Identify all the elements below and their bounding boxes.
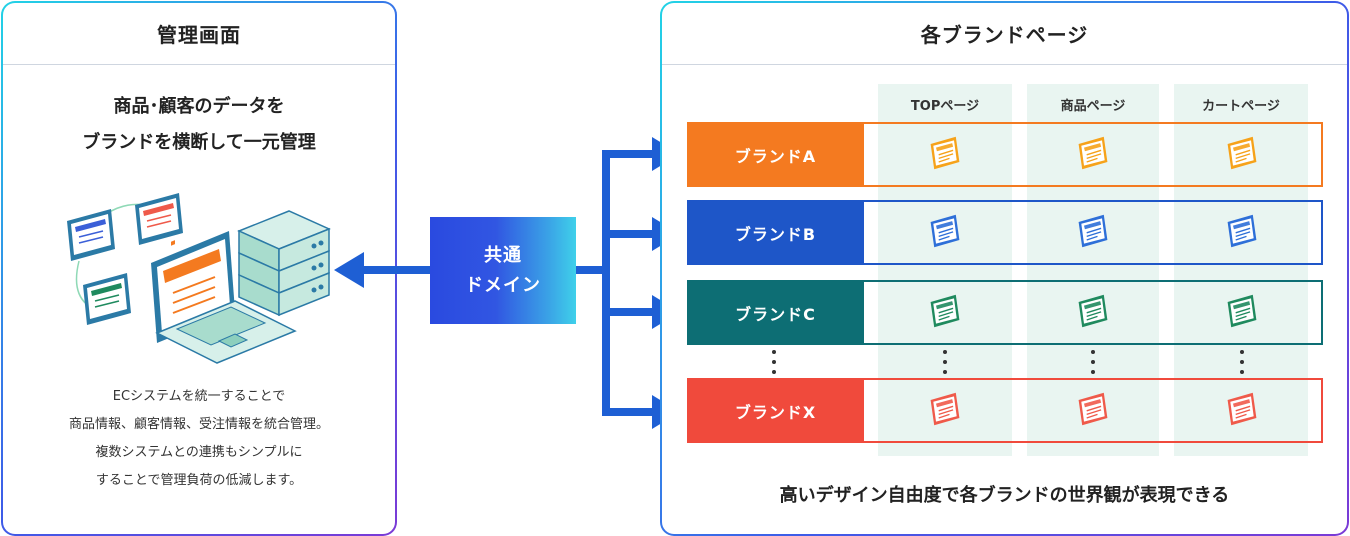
- page-icon: [1078, 136, 1108, 170]
- column-header-top: TOPページ: [910, 98, 980, 114]
- admin-desc-line: 商品情報、顧客情報、受注情報を統合管理。: [68, 417, 329, 432]
- brand-panel-divider: [662, 64, 1347, 65]
- arrow-branch-shaft: [602, 150, 658, 158]
- brand-label-x: ブランドX: [687, 378, 864, 443]
- mini-screen-icon: [67, 209, 115, 261]
- column-header-cart: カートページ: [1202, 98, 1280, 114]
- arrow-branch-shaft: [602, 230, 658, 238]
- page-icon: [1078, 392, 1108, 426]
- admin-desc-line: することで管理負荷の低減します。: [95, 473, 303, 488]
- brand-pages-title: 各ブランドページ: [920, 23, 1089, 47]
- page-icon: [1227, 136, 1257, 170]
- brand-label-a: ブランドA: [687, 122, 864, 187]
- ellipsis-dots: [1239, 350, 1245, 376]
- column-header-product: 商品ページ: [1060, 98, 1126, 114]
- admin-panel: 管理画面 商品･顧客のデータを ブランドを横断して一元管理: [1, 1, 397, 536]
- arrow-branch-shaft: [602, 408, 658, 416]
- admin-desc-line: ECシステムを統一することで: [112, 389, 286, 404]
- page-icon: [930, 294, 960, 328]
- mini-screen-icon: [135, 193, 183, 245]
- brand-tagline: 高いデザイン自由度で各ブランドの世界観が表現できる: [779, 485, 1230, 506]
- page-icon: [1227, 294, 1257, 328]
- brand-label-c: ブランドC: [687, 280, 864, 345]
- server-stack-icon: [237, 210, 331, 317]
- arrow-to-admin-shaft: [360, 266, 430, 274]
- arrow-branch-shaft: [602, 308, 658, 316]
- brand-label-b: ブランドB: [687, 200, 864, 265]
- page-icon: [930, 392, 960, 426]
- mini-screen-icon: [83, 273, 131, 325]
- arrow-branch-spine: [602, 150, 610, 416]
- admin-catchcopy: 商品･顧客のデータを ブランドを横断して一元管理: [3, 89, 395, 161]
- admin-panel-divider: [3, 64, 395, 65]
- ellipsis-dots: [942, 350, 948, 376]
- common-domain-box: 共通 ドメイン: [430, 217, 576, 324]
- laptop-icon: [151, 231, 297, 364]
- domain-label-line-1: 共通: [484, 244, 522, 266]
- admin-catch-line-1: 商品･顧客のデータを: [113, 96, 285, 117]
- arrow-trunk: [576, 266, 606, 274]
- page-icon: [930, 136, 960, 170]
- admin-desc-line: 複数システムとの連携もシンプルに: [95, 445, 303, 460]
- admin-panel-title: 管理画面: [157, 23, 241, 47]
- page-icon: [1227, 392, 1257, 426]
- admin-illustration: [67, 193, 331, 364]
- page-icon: [1078, 294, 1108, 328]
- ellipsis-dots: [1090, 350, 1096, 376]
- page-icon: [930, 214, 960, 248]
- domain-label-line-2: ドメイン: [465, 274, 541, 296]
- page-icon: [1078, 214, 1108, 248]
- ellipsis-dots: [771, 350, 777, 376]
- page-icon: [1227, 214, 1257, 248]
- arrow-to-admin-head: [334, 252, 364, 288]
- admin-catch-line-2: ブランドを横断して一元管理: [82, 132, 316, 153]
- admin-description: ECシステムを統一することで 商品情報、顧客情報、受注情報を統合管理。 複数シス…: [3, 383, 395, 495]
